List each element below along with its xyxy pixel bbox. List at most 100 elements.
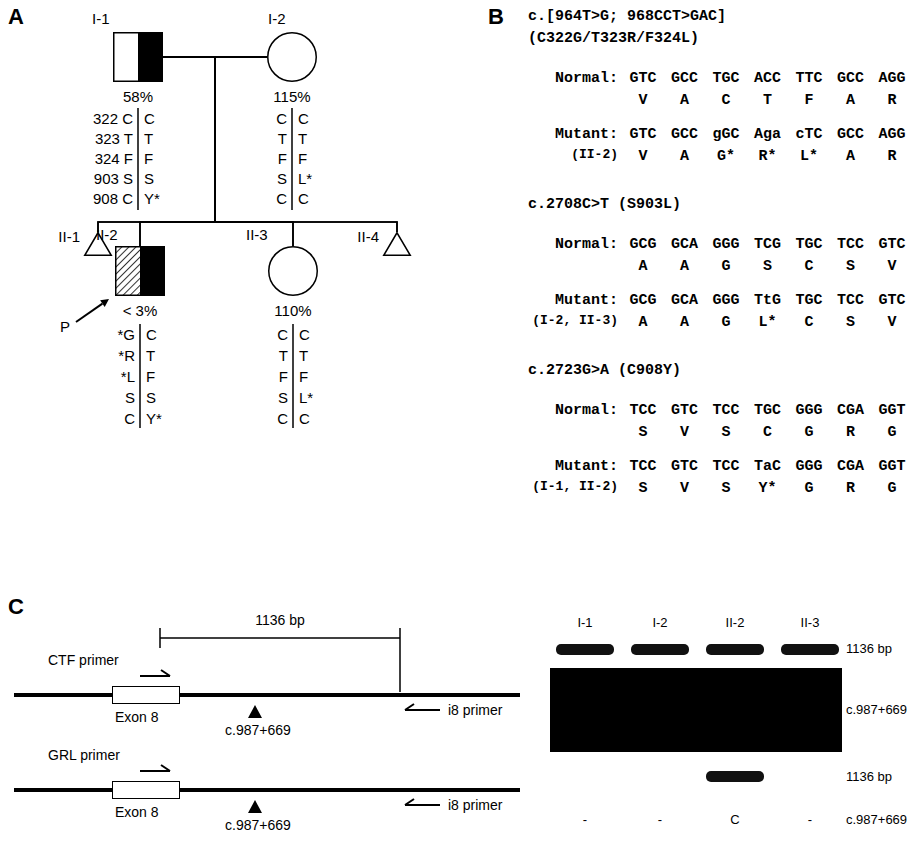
genotype-allele: F <box>278 150 287 167</box>
amino-acid: V <box>680 480 689 497</box>
codon: GGG <box>712 292 739 309</box>
gel-panel <box>550 668 842 752</box>
symbol-outline <box>268 246 318 296</box>
codon: AGG <box>878 126 905 143</box>
proband-symbol: II-2< 3% <box>115 246 165 296</box>
site-marker <box>248 800 262 813</box>
pedigree-line <box>215 57 397 232</box>
amino-acid: R <box>846 424 855 441</box>
codon: GCA <box>671 292 698 309</box>
gel-band <box>706 644 764 655</box>
amino-acid: G <box>804 424 813 441</box>
codon: GGG <box>795 402 822 419</box>
pedigree-line <box>215 57 293 246</box>
amino-acid: G <box>721 258 730 275</box>
codon: Aga <box>754 126 781 143</box>
genotype-allele: 908 C <box>93 190 133 207</box>
codon: GTC <box>671 402 698 419</box>
activity-value: 110% <box>274 302 311 319</box>
lane-label: I-2 <box>652 616 667 631</box>
mutation-header: c.2723G>A (C908Y) <box>528 362 681 379</box>
codon: GGT <box>878 402 905 419</box>
codon: TGC <box>754 402 781 419</box>
genotype-allele: F <box>299 368 308 385</box>
mutation-header: (C322G/T323R/F324L) <box>528 30 699 47</box>
codon: GCA <box>671 236 698 253</box>
genotype-allele: T <box>144 130 153 147</box>
genotype-allele: 323 T <box>95 130 133 147</box>
genotype-allele: F <box>298 150 307 167</box>
amino-acid: A <box>846 92 855 109</box>
amino-acid: V <box>680 424 689 441</box>
individual-id: II-4 <box>357 228 379 245</box>
panel-letter: C <box>8 594 24 619</box>
amino-acid: V <box>638 92 647 109</box>
genotype-allele: T <box>299 347 308 364</box>
codon: TCC <box>629 402 656 419</box>
gel-band <box>631 644 689 655</box>
codon: TCC <box>629 458 656 475</box>
gene-line <box>14 788 520 792</box>
genotype-allele: C <box>298 190 309 207</box>
genotype-call: - <box>808 813 812 828</box>
genotype-bar <box>137 108 139 210</box>
site-marker <box>248 705 262 718</box>
proband-arrowhead <box>100 299 109 307</box>
genotype-allele: T <box>298 130 307 147</box>
codon: GTC <box>878 292 905 309</box>
amino-acid: S <box>846 258 855 275</box>
size-label: 1136 bp <box>255 612 305 628</box>
primer-label: i8 primer <box>448 702 502 718</box>
individual-id: II-2 <box>96 226 118 243</box>
band-label: c.987+669 <box>846 703 907 718</box>
activity-value: < 3% <box>123 302 158 319</box>
amino-acid: C <box>763 424 772 441</box>
row-label: Normal: <box>555 402 618 419</box>
genotype-allele: S <box>278 389 288 406</box>
amino-acid: S <box>638 424 647 441</box>
gel-band <box>706 771 764 782</box>
codon: cTC <box>795 126 822 143</box>
genotype-bar <box>292 324 294 428</box>
individual-id: II-3 <box>246 226 268 243</box>
sibling-symbol: II-4 <box>383 232 411 256</box>
amino-acid: R <box>846 480 855 497</box>
genotype-allele: C <box>277 326 288 343</box>
amino-acid: V <box>887 314 896 331</box>
amino-acid: A <box>680 92 689 109</box>
codon: GTC <box>878 236 905 253</box>
genotype-allele: C <box>299 326 310 343</box>
amino-acid: C <box>804 258 813 275</box>
row-label: Mutant: <box>555 126 618 143</box>
codon: TGC <box>795 292 822 309</box>
primer-label: CTF primer <box>48 652 119 668</box>
genotype-call: C <box>730 813 739 828</box>
genotype-bar <box>291 108 293 210</box>
genotype-allele: S <box>277 170 287 187</box>
codon: GTC <box>629 126 656 143</box>
codon: CGA <box>837 402 864 419</box>
codon: GCG <box>629 236 656 253</box>
exon-label: Exon 8 <box>115 709 159 725</box>
amino-acid: G <box>887 424 896 441</box>
amino-acid: V <box>887 258 896 275</box>
pedigree-line <box>140 57 215 246</box>
genotype-allele: Y* <box>144 190 160 207</box>
amino-acid: A <box>846 148 855 165</box>
codon: GTC <box>629 70 656 87</box>
lane-label: I-1 <box>577 616 592 631</box>
row-label: Normal: <box>555 236 618 253</box>
amino-acid: A <box>680 314 689 331</box>
amino-acid: S <box>846 314 855 331</box>
genotype-allele: *R <box>118 347 135 364</box>
genotype-allele: F <box>279 368 288 385</box>
female-symbol: I-2115% <box>267 32 317 82</box>
genotype-allele: *G <box>117 326 135 343</box>
codon: GCC <box>837 70 864 87</box>
genotype-allele: C <box>298 110 309 127</box>
amino-acid: R <box>887 148 896 165</box>
codon: GGT <box>878 458 905 475</box>
gel-band <box>556 644 614 655</box>
amino-acid: S <box>721 480 730 497</box>
amino-acid: C <box>721 92 730 109</box>
